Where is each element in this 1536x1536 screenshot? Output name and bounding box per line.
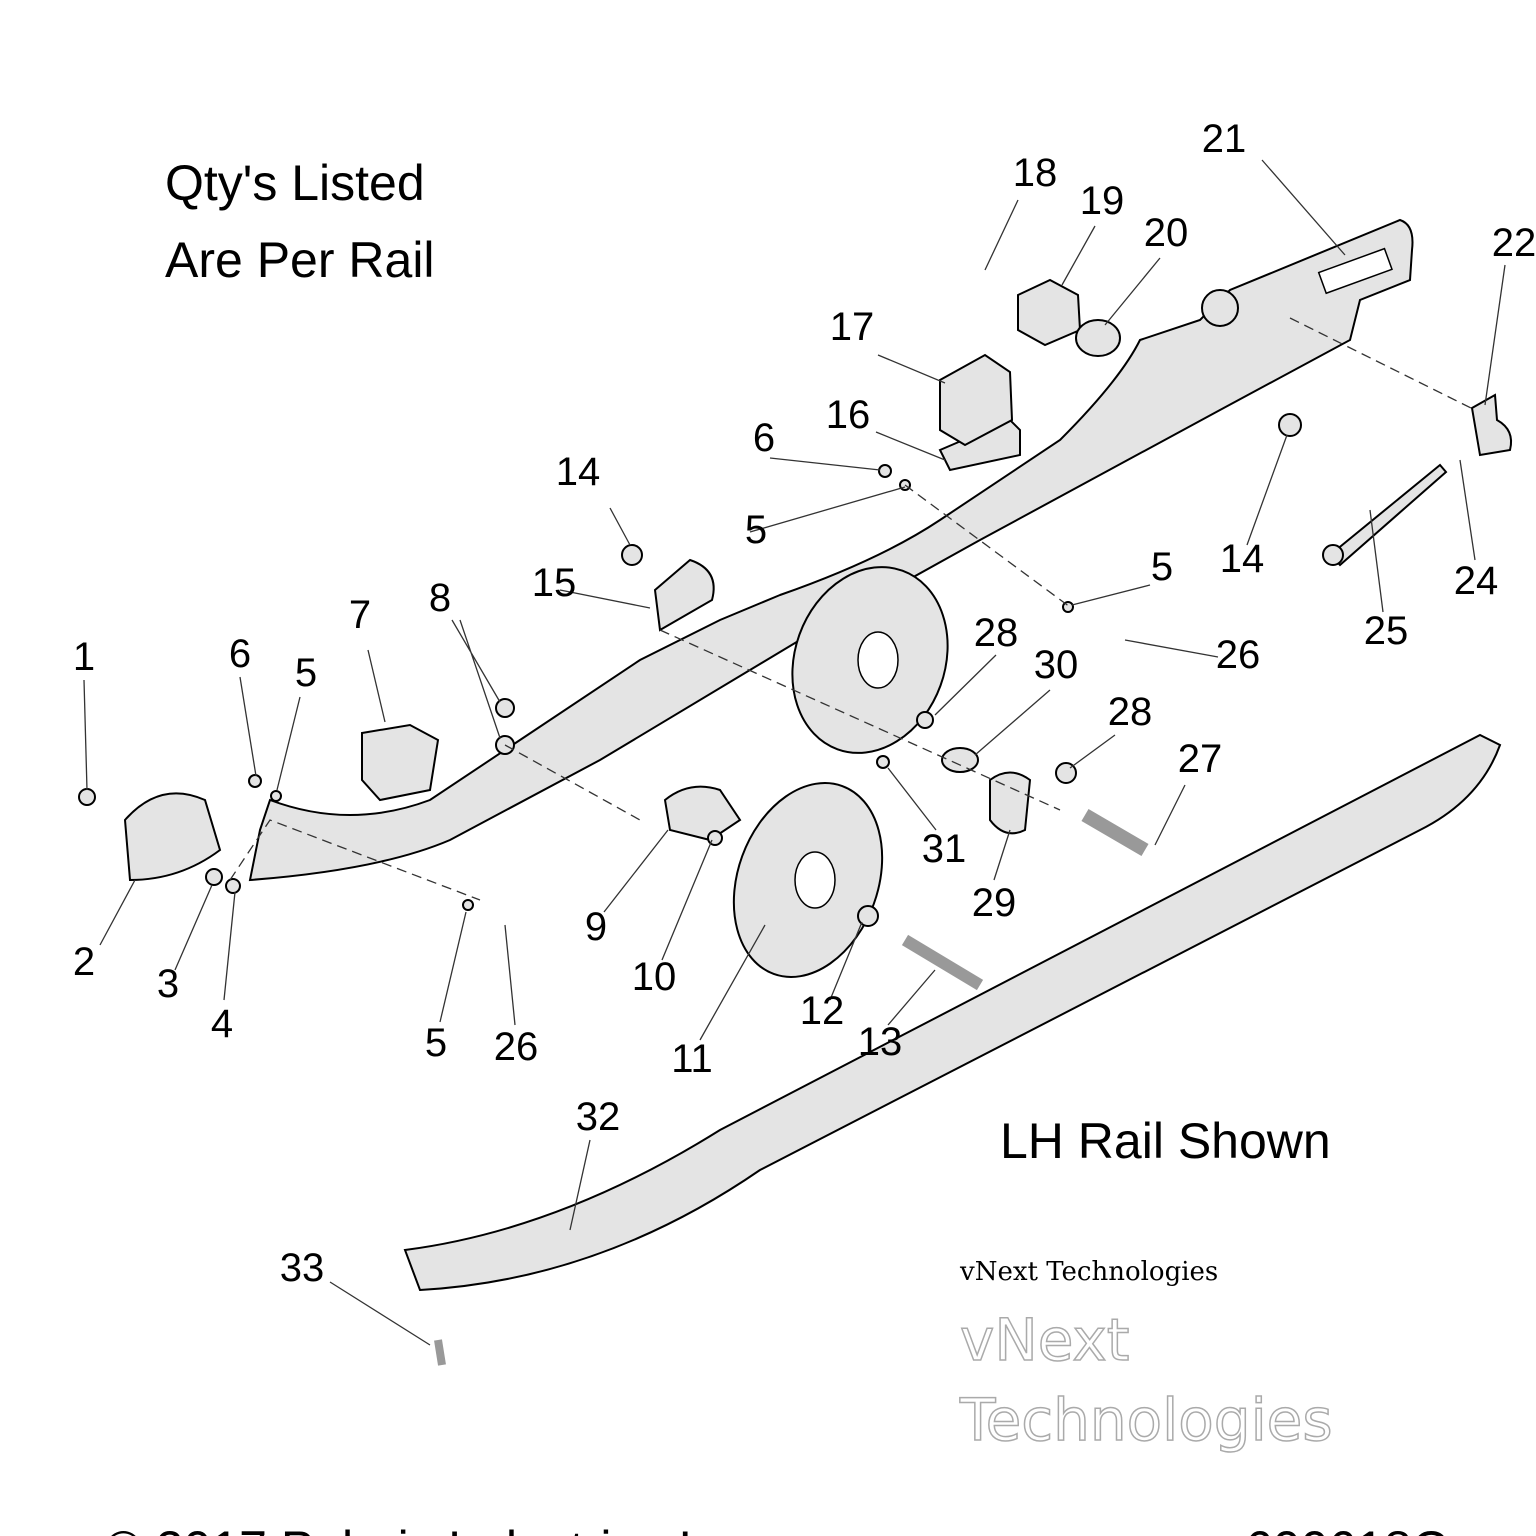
callout-25: 25 [1364, 609, 1409, 653]
callout-30: 30 [1034, 643, 1079, 687]
callout-28: 28 [974, 611, 1019, 655]
qty-note-line1: Qty's Listed [165, 155, 425, 211]
callout-1: 1 [73, 635, 95, 679]
callout-27: 27 [1178, 737, 1223, 781]
callout-5: 5 [425, 1021, 447, 1065]
slide-rail [403, 733, 1502, 1292]
diagram-id: 600618C [1245, 1521, 1448, 1536]
callout-21: 21 [1202, 117, 1247, 161]
watermark: vNext Technologies vNext Technologies [958, 1257, 1333, 1455]
callout-9: 9 [585, 905, 607, 949]
part-30 [941, 747, 979, 773]
part-19 [1017, 278, 1082, 347]
part-27 [1081, 808, 1149, 857]
part-33 [434, 1339, 446, 1366]
callout-7: 7 [349, 593, 371, 637]
callout-5: 5 [745, 508, 767, 552]
callout-29: 29 [972, 881, 1017, 925]
callout-20: 20 [1144, 211, 1189, 255]
part-9 [663, 785, 742, 842]
callout-8: 8 [429, 576, 451, 620]
callout-2: 2 [73, 940, 95, 984]
part-29 [989, 771, 1032, 835]
callout-15: 15 [532, 561, 577, 605]
callout-31: 31 [922, 827, 967, 871]
part-2 [123, 792, 222, 882]
callout-18: 18 [1013, 151, 1058, 195]
callout-19: 19 [1080, 179, 1125, 223]
callout-14: 14 [1220, 537, 1265, 581]
rail-shown-note: LH Rail Shown [1000, 1113, 1331, 1169]
part-7 [361, 723, 440, 802]
watermark-text: vNext [960, 1306, 1129, 1374]
part-22 [1470, 393, 1513, 457]
callout-10: 10 [632, 955, 677, 999]
part-17 [939, 353, 1014, 447]
watermark-text: vNext Technologies [959, 1257, 1218, 1287]
callout-6: 6 [229, 632, 251, 676]
callout-17: 17 [830, 305, 875, 349]
callout-16: 16 [826, 393, 871, 437]
callout-5: 5 [1151, 545, 1173, 589]
callout-33: 33 [280, 1246, 325, 1290]
callout-26: 26 [494, 1025, 539, 1069]
callout-26: 26 [1216, 633, 1261, 677]
part-20 [1075, 319, 1121, 357]
watermark-text: Technologies [959, 1386, 1333, 1454]
callout-3: 3 [157, 962, 179, 1006]
part-25 [1328, 463, 1448, 567]
callout-22: 22 [1492, 221, 1536, 265]
part-15 [653, 558, 715, 632]
leader-lines [83, 159, 1506, 1346]
callout-14: 14 [556, 450, 601, 494]
callout-5: 5 [295, 651, 317, 695]
callout-4: 4 [211, 1002, 233, 1046]
callout-32: 32 [576, 1095, 621, 1139]
callout-6: 6 [753, 416, 775, 460]
rail-main [248, 218, 1414, 882]
callout-11: 11 [671, 1037, 713, 1081]
qty-note-line2: Are Per Rail [165, 232, 435, 288]
callout-24: 24 [1454, 559, 1499, 603]
copyright: © 2017 Polaris Industries Inc. [105, 1521, 759, 1536]
callout-13: 13 [858, 1020, 903, 1064]
callout-28: 28 [1108, 690, 1153, 734]
callout-12: 12 [800, 989, 845, 1033]
part-13 [901, 934, 984, 991]
